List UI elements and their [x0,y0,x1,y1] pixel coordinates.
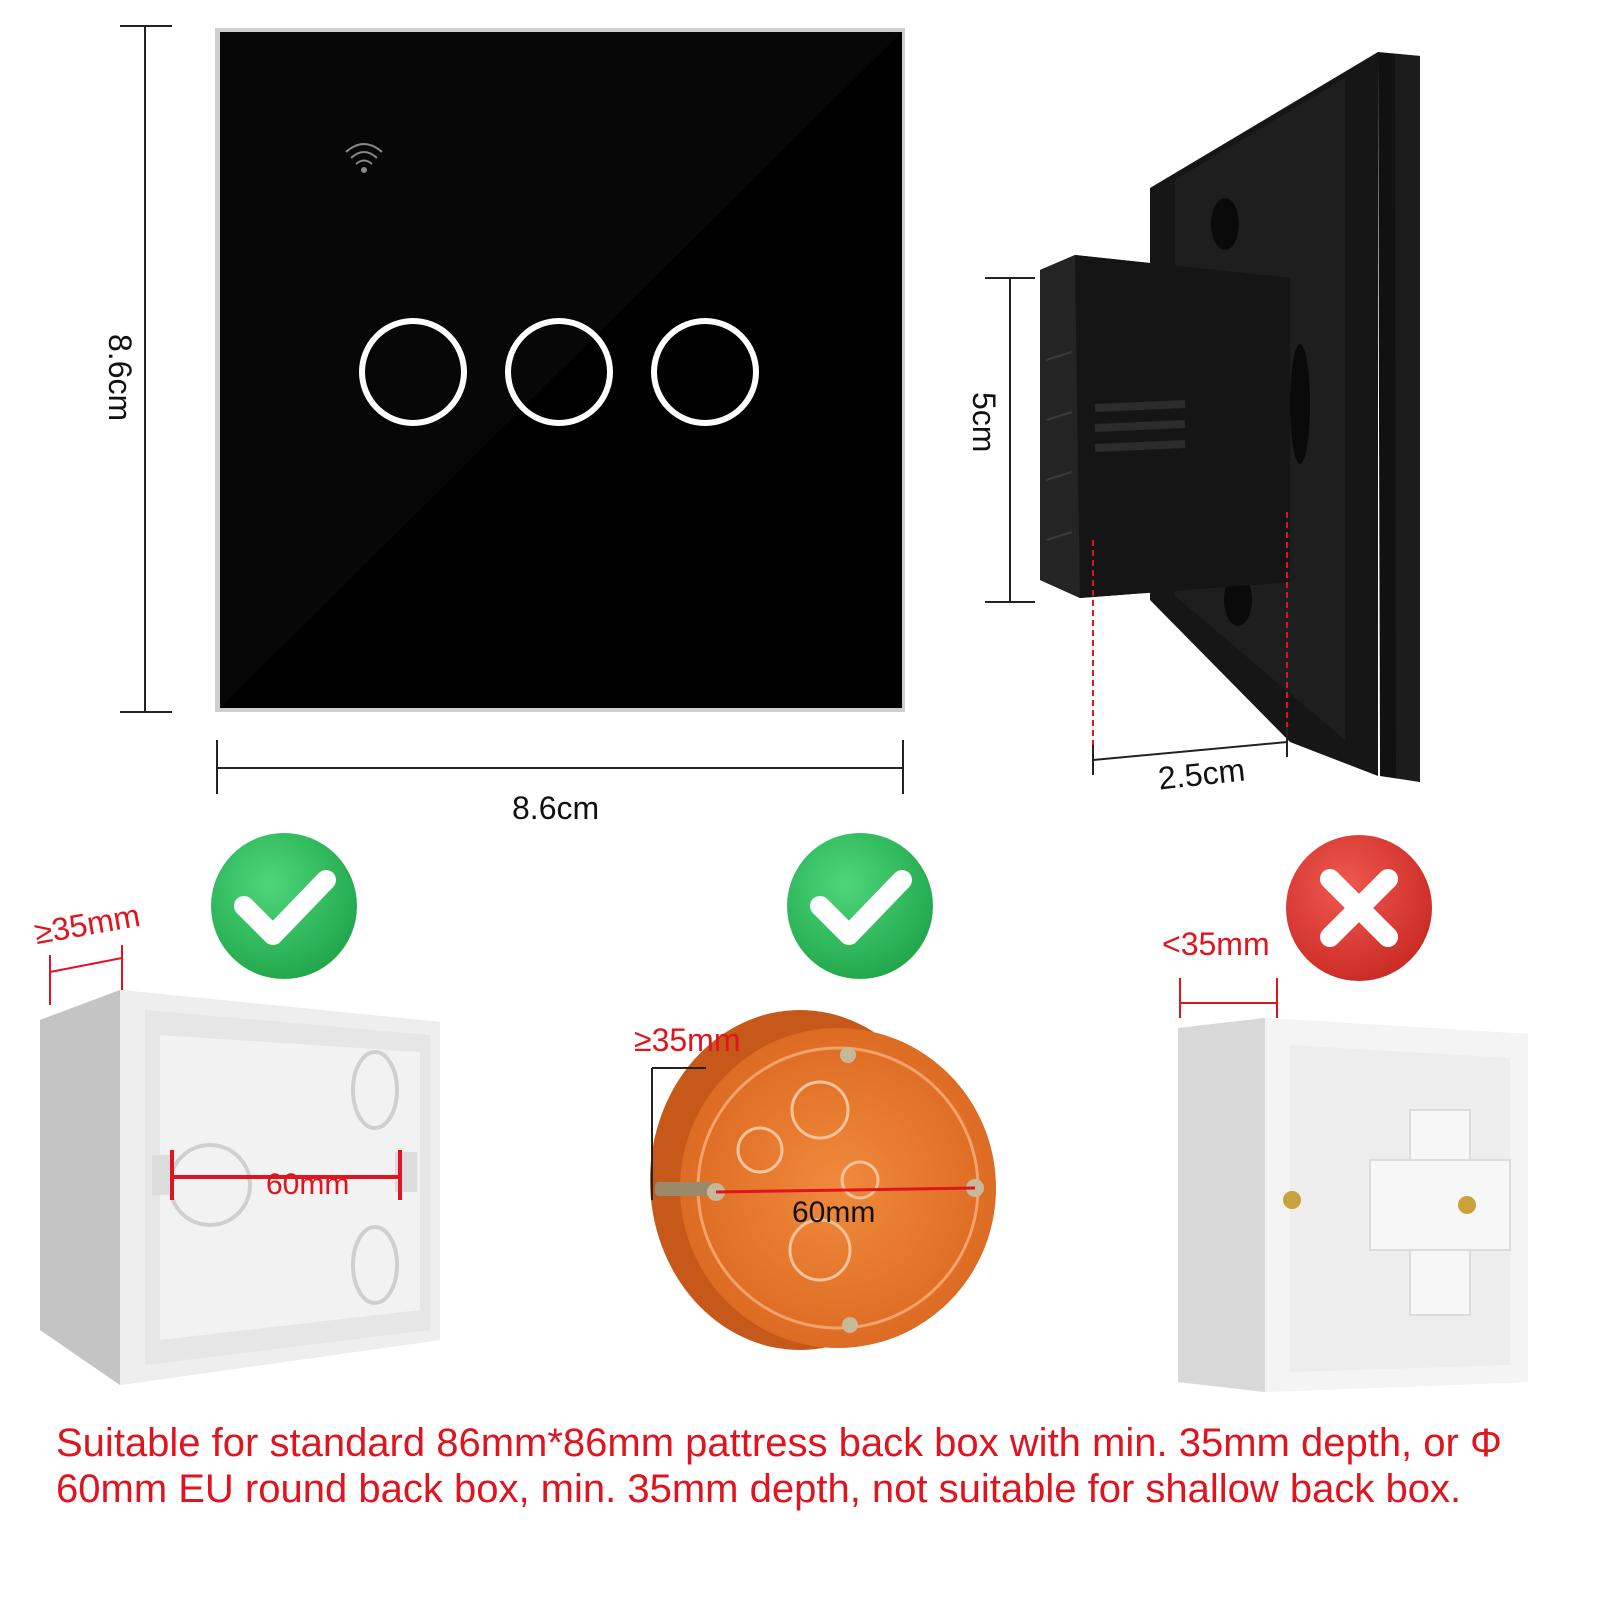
square-box-depth-line [49,945,123,1005]
front-width-dimension-line [216,740,904,794]
front-panel [215,28,905,712]
check-icon [787,833,933,979]
round-box-depth-line [651,1067,706,1200]
touch-button-3 [651,318,759,426]
touch-button-2 [505,318,613,426]
side-height-dimension-line [985,277,1035,603]
front-height-label: 8.6cm [102,334,138,422]
wifi-icon [345,143,383,173]
front-height-dimension-line [120,25,172,713]
touch-button-1 [359,318,467,426]
shallow-box-depth-label: <35mm [1162,926,1270,962]
round-box-span-line [715,1186,976,1194]
check-icon [211,833,357,979]
side-view-switch [1040,52,1420,782]
front-width-label: 8.6cm [512,790,600,826]
compatibility-caption: Suitable for standard 86mm*86mm pattress… [56,1421,1502,1511]
touch-buttons [359,318,759,426]
round-back-box [650,1010,996,1350]
square-box-span-line [170,1150,402,1200]
side-height-label: 5cm [966,392,1002,453]
square-box-span-label: 60mm [266,1168,350,1201]
round-box-span-label: 60mm [792,1196,876,1229]
square-back-box [40,990,440,1385]
shallow-back-box [1178,1018,1528,1392]
shallow-box-depth-line [1179,978,1278,1018]
side-depth-dimension-line [1092,512,1288,775]
round-box-depth-label: ≥35mm [634,1022,741,1058]
cross-icon [1286,835,1432,981]
